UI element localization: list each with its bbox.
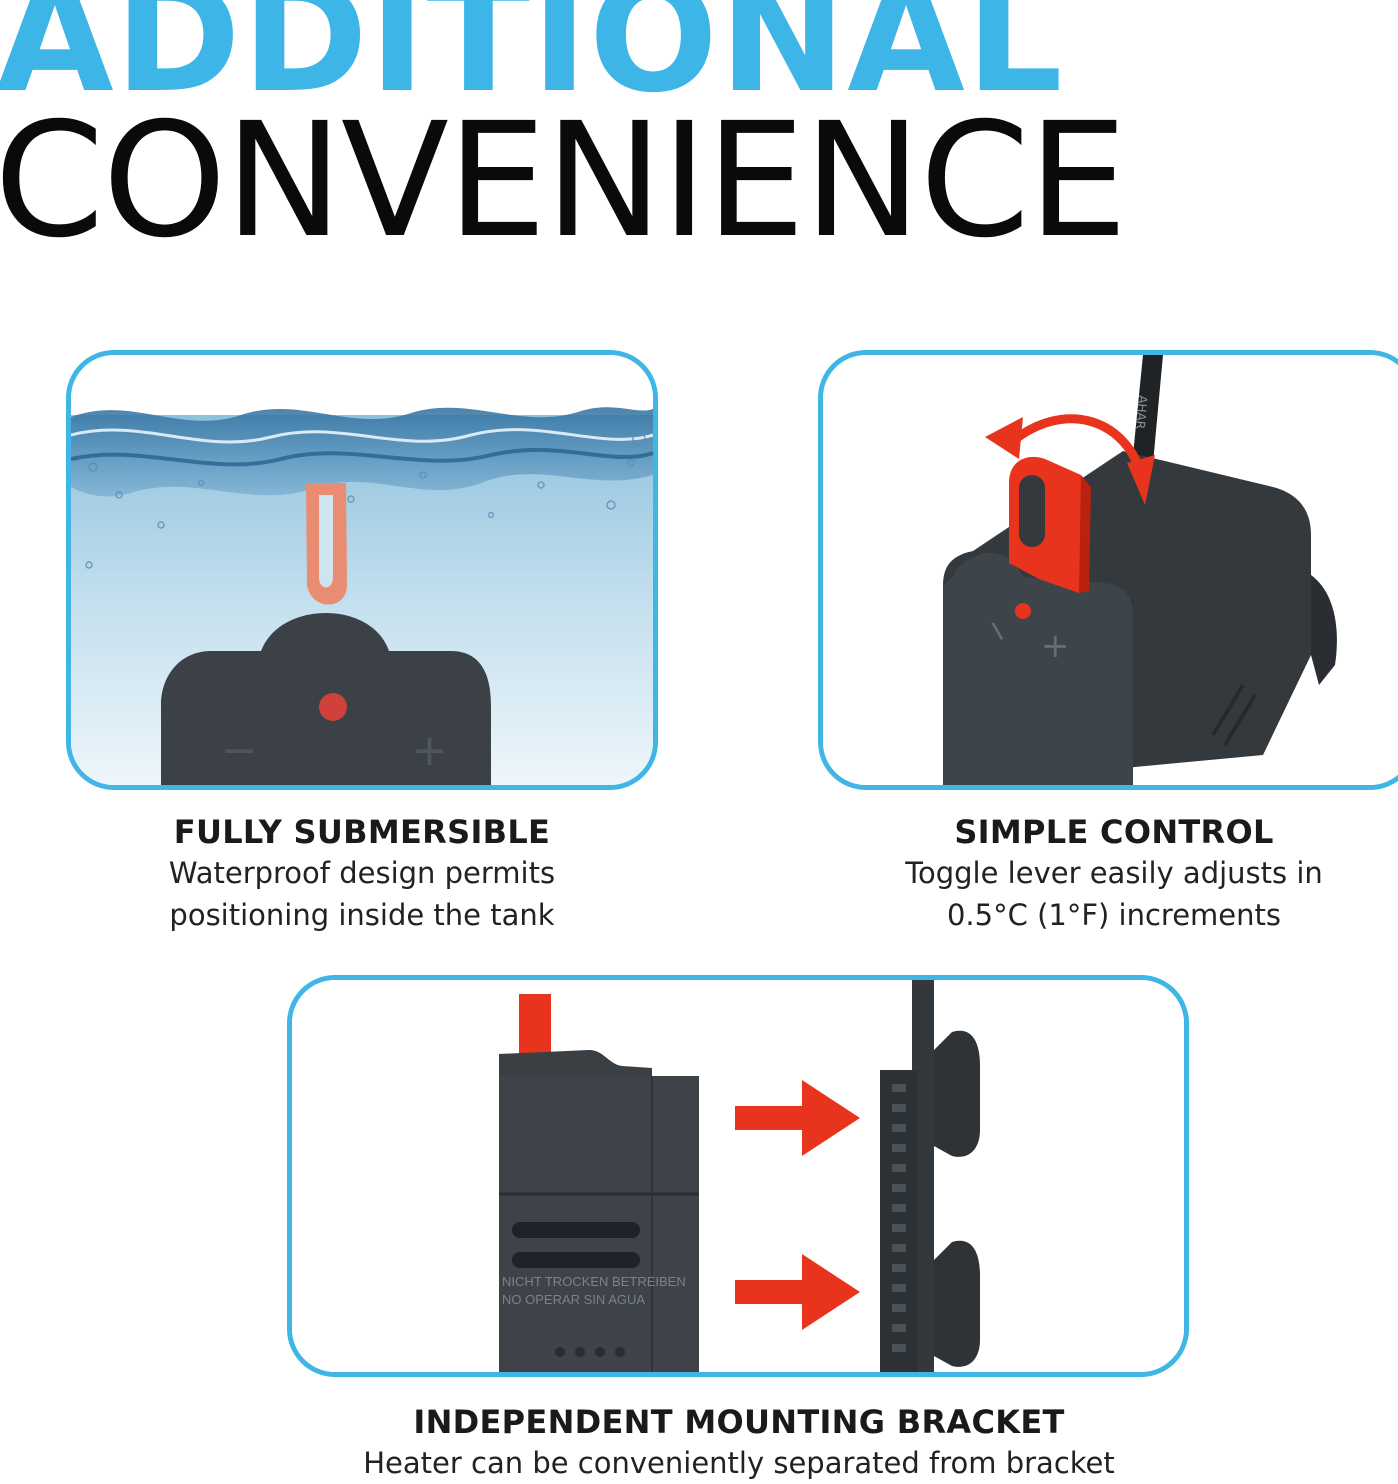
feature-title: SIMPLE CONTROL: [954, 813, 1274, 851]
mounting-bracket: [880, 980, 980, 1372]
headline-convenience: CONVENIENCE: [0, 89, 1128, 273]
double-arrow-icon: [985, 414, 1155, 505]
feature-description: positioning inside the tank: [169, 898, 555, 932]
heater-side-view: NICHT TROCKEN BETREIBEN NO OPERAR SIN AG…: [499, 994, 699, 1372]
air-bubbles: [85, 432, 646, 569]
heater-lever-submerged: [306, 483, 347, 605]
indicator-light: [1015, 603, 1031, 619]
feature-simple-control: SIMPLE CONTROL Toggle lever easily adjus…: [844, 812, 1384, 936]
control-image-panel: AHAR − +: [818, 350, 1398, 790]
arrow-right-icon: [735, 1080, 860, 1156]
suction-cup-top: [934, 1030, 980, 1157]
minus-marking: −: [221, 725, 258, 776]
feature-description: Heater can be conveniently separated fro…: [363, 1446, 1115, 1480]
heater-bracket-illustration: NICHT TROCKEN BETREIBEN NO OPERAR SIN AG…: [292, 980, 1184, 1372]
feature-description: Waterproof design permits: [168, 856, 556, 890]
plus-marking: +: [1041, 626, 1070, 666]
heater-underwater-illustration: − +: [71, 355, 653, 785]
indicator-light: [319, 693, 347, 721]
warning-print-es: NO OPERAR SIN AGUA: [502, 1292, 645, 1307]
suction-cup-bottom: [934, 1240, 980, 1367]
feature-title: INDEPENDENT MOUNTING BRACKET: [413, 1403, 1065, 1441]
warning-print-de: NICHT TROCKEN BETREIBEN: [502, 1274, 686, 1289]
arrow-right-icon: [735, 1254, 860, 1330]
feature-description: Toggle lever easily adjusts in: [905, 856, 1323, 890]
feature-title: FULLY SUBMERSIBLE: [173, 813, 551, 851]
headline-additional: ADDITIONAL: [0, 0, 1064, 126]
heater-control-illustration: AHAR − +: [823, 355, 1398, 785]
toggle-lever: [1009, 456, 1091, 593]
feature-description: 0.5°C (1°F) increments: [946, 898, 1282, 932]
heater-body-submerged: − +: [161, 613, 491, 785]
cable-print: AHAR: [1133, 395, 1150, 430]
feature-mounting-bracket: INDEPENDENT MOUNTING BRACKET Heater can …: [288, 1402, 1190, 1484]
submersible-image-panel: − +: [66, 350, 658, 790]
bracket-image-panel: NICHT TROCKEN BETREIBEN NO OPERAR SIN AG…: [287, 975, 1189, 1377]
feature-submersible: FULLY SUBMERSIBLE Waterproof design perm…: [92, 812, 632, 936]
plus-marking: +: [411, 725, 448, 776]
